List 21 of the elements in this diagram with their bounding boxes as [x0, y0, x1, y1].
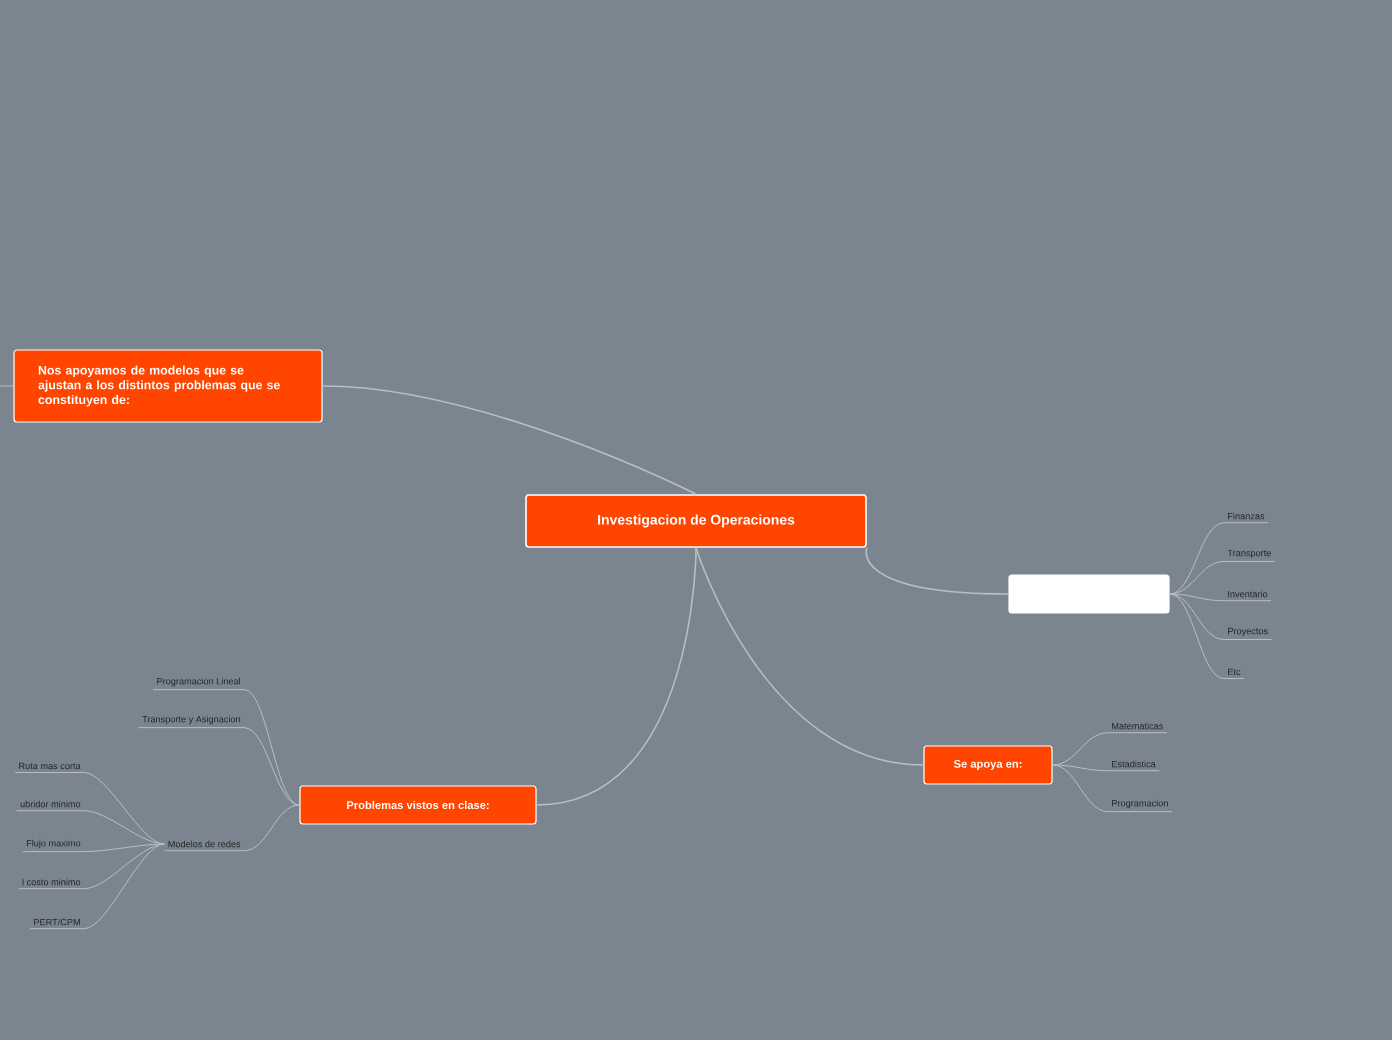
connector-line — [1169, 593, 1272, 602]
connector-line — [14, 772, 165, 845]
connector-line — [865, 547, 1010, 595]
connector-line — [1169, 593, 1245, 680]
connector-line — [163, 804, 300, 852]
connector-line — [321, 385, 697, 495]
connector-line — [0, 385, 14, 387]
connector-line — [1169, 593, 1273, 640]
connector-line — [535, 547, 697, 806]
connector-line — [1052, 764, 1173, 813]
topic-box — [1008, 574, 1170, 614]
connector-line — [138, 727, 300, 806]
connector-line — [152, 689, 300, 806]
connector-line — [18, 843, 165, 890]
connector-line — [16, 810, 165, 845]
connector-line — [29, 843, 165, 930]
connector-line — [1169, 522, 1269, 595]
connector-line — [1169, 561, 1276, 595]
connector-line — [22, 843, 165, 853]
connector-line — [1052, 764, 1160, 772]
connector-line — [695, 547, 925, 766]
